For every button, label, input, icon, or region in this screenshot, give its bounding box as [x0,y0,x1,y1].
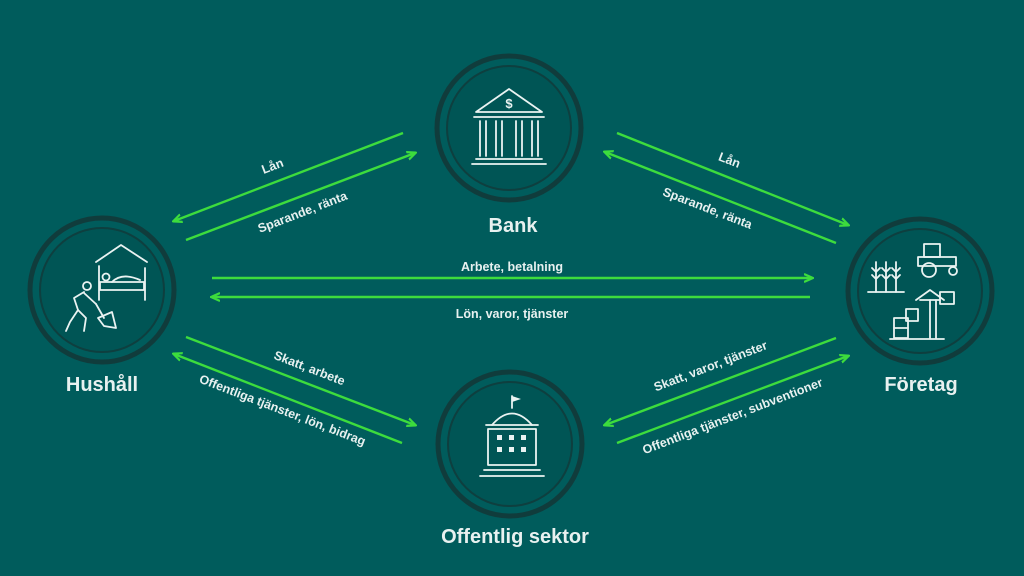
bank-label: Bank [489,215,539,237]
arrow-offentlig-to-hushall [174,354,403,445]
bank-building-icon: $ [471,88,547,165]
arrow-bank-to-hushall [174,131,404,221]
worker-and-bed-icon [65,244,148,332]
arrow-bank-to-foretag [616,131,848,225]
arrow-hushall-to-offentlig [185,335,415,425]
label-hushall-foretag-arbete: Arbete, betalning [461,260,563,274]
arrow-foretag-to-offentlig [605,336,837,425]
arrow-foretag-to-bank [605,152,837,245]
arrow-offentlig-to-foretag [616,356,848,445]
government-building-icon [479,395,545,477]
farm-and-industry-icon [867,243,958,340]
hushall-label: Hushåll [66,373,138,396]
label-foretag-hushall-lon: Lön, varor, tjänster [456,307,569,321]
foretag-node: Företag [845,216,995,396]
svg-text:$: $ [505,96,513,111]
label-bank-hushall-lan: Lån [260,156,286,177]
bank-node: $ Bank [434,53,584,237]
offentlig-node: Offentlig sektor [435,369,589,548]
offentlig-label: Offentlig sektor [441,526,589,548]
label-bank-foretag-lan: Lån [717,150,743,171]
hushall-node: Hushåll [27,215,177,396]
label-hushall-offentlig-skatt: Skatt, arbete [272,348,347,388]
foretag-label: Företag [884,374,957,396]
arrow-hushall-to-bank [185,153,415,242]
